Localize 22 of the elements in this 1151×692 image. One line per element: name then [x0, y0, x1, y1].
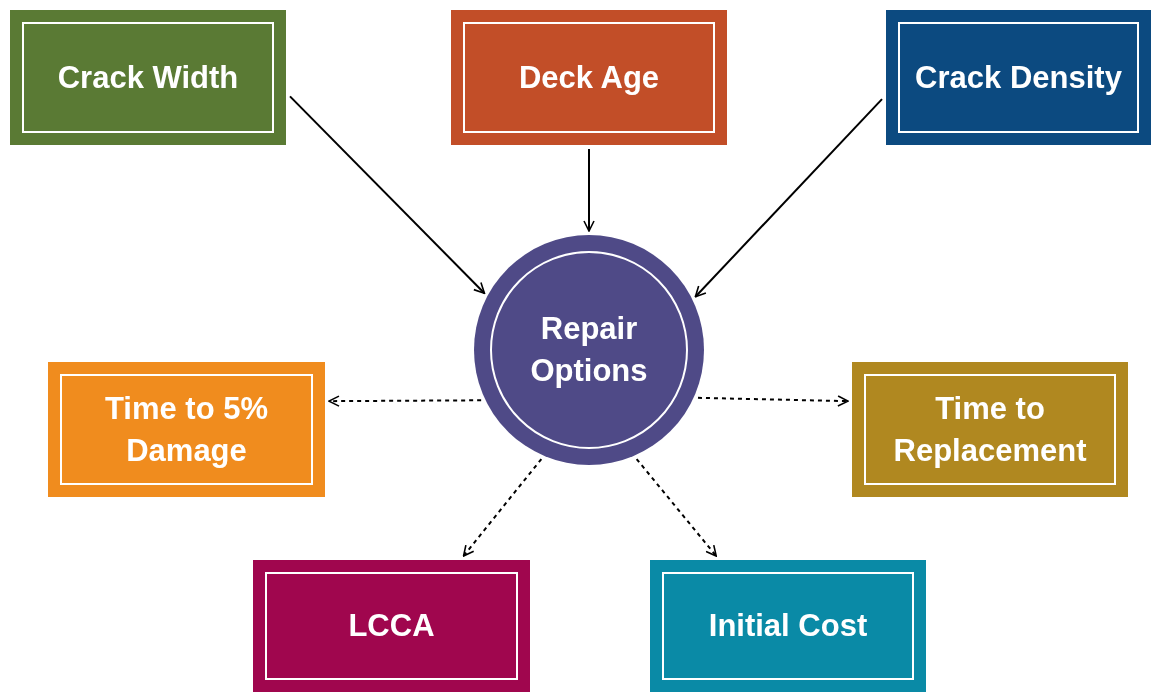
arrow — [289, 95, 486, 295]
node-label: Initial Cost — [707, 607, 869, 645]
node-label: Time to 5% Damage — [103, 389, 270, 470]
process-box — [48, 362, 325, 497]
process-box — [10, 10, 286, 145]
arrow — [694, 98, 883, 298]
node-label: Repair Options — [529, 310, 649, 390]
arrow — [583, 148, 595, 232]
node-label: Time to Replacement — [892, 389, 1088, 470]
process-box — [253, 560, 530, 692]
node-label: Crack Density — [914, 58, 1123, 97]
arrow — [328, 395, 483, 407]
process-box — [451, 10, 727, 145]
node-label: Deck Age — [517, 58, 661, 97]
node-label: Crack Width — [56, 58, 240, 97]
process-box — [886, 10, 1151, 145]
node-label: LCCA — [347, 607, 436, 645]
arrow — [635, 458, 718, 557]
process-box — [650, 560, 926, 692]
arrow — [462, 458, 543, 557]
arrow — [696, 395, 849, 407]
process-box — [852, 362, 1128, 497]
